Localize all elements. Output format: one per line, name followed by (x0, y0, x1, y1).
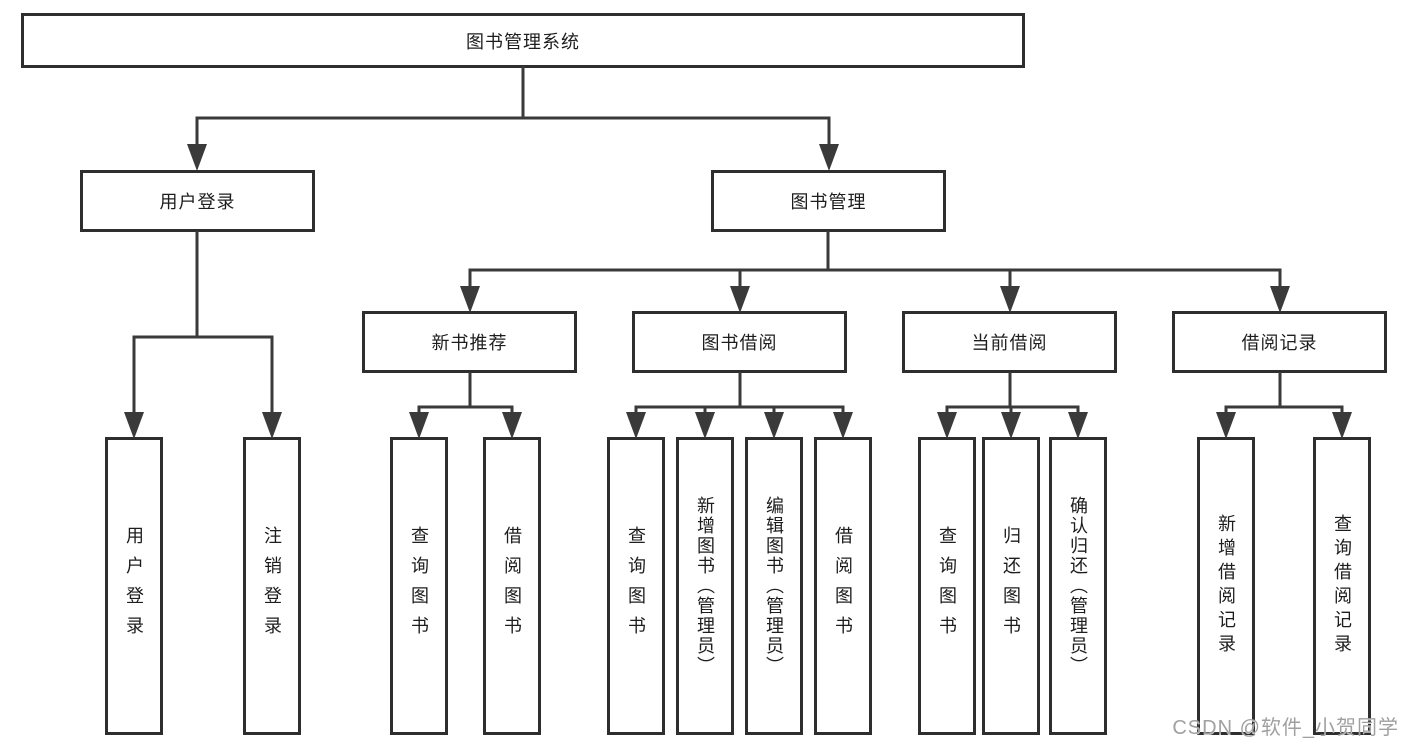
leaf-add-borrow-record: 新增借阅记录 (1197, 437, 1255, 735)
leaf-confirm-return-admin: 确认归还（管理员） (1049, 437, 1107, 735)
leaf-borrow-books-recommend: 借阅图书 (483, 437, 541, 735)
node-root-system: 图书管理系统 (21, 13, 1025, 68)
node-current-borrow: 当前借阅 (902, 311, 1117, 373)
leaf-query-books-recommend: 查询图书 (390, 437, 448, 735)
leaf-query-borrow-record: 查询借阅记录 (1313, 437, 1371, 735)
leaf-borrow-books: 借阅图书 (814, 437, 872, 735)
node-book-management: 图书管理 (711, 170, 946, 232)
watermark: CSDN @软件_小贺同学 (1172, 717, 1399, 739)
leaf-add-book-admin: 新增图书（管理员） (676, 437, 734, 735)
node-book-borrow: 图书借阅 (632, 311, 847, 373)
node-borrow-records: 借阅记录 (1172, 311, 1387, 373)
leaf-user-login: 用户登录 (105, 437, 163, 735)
leaf-edit-book-admin: 编辑图书（管理员） (745, 437, 803, 735)
node-new-book-recommend: 新书推荐 (362, 311, 577, 373)
leaf-query-books-borrow: 查询图书 (607, 437, 665, 735)
node-user-login: 用户登录 (80, 170, 315, 232)
leaf-return-book: 归还图书 (982, 437, 1040, 735)
leaf-logout: 注销登录 (243, 437, 301, 735)
leaf-query-books-current: 查询图书 (918, 437, 976, 735)
